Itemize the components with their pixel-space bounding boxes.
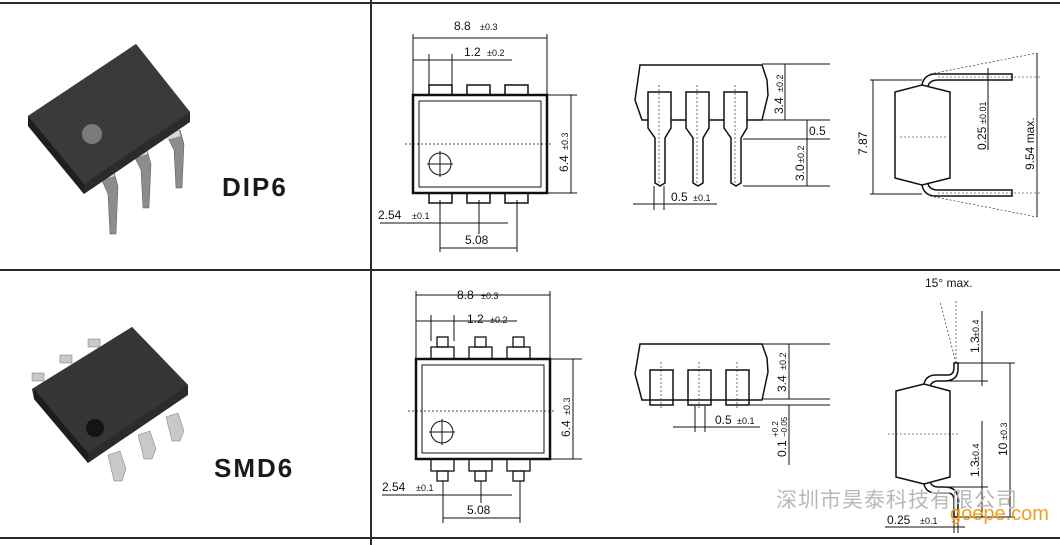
smd6-height-tol: ±0.3 xyxy=(562,398,572,415)
dip6-top-view: 8.8 ±0.3 1.2 ±0.2 6.4 ±0.3 2.54 ±0.1 5.0… xyxy=(372,4,602,266)
package-label-dip6: DIP6 xyxy=(222,172,288,202)
smd6-side-view-drawing: 3.4 ±0.2 0.5 ±0.1 0.1 +0.2 −0.05 xyxy=(634,343,830,465)
dip6-photo-cell xyxy=(0,4,370,269)
dip6-width-tol: ±0.3 xyxy=(480,22,497,32)
smd6-angle-value: 15° max. xyxy=(925,276,972,290)
dip6-height-tol: ±0.3 xyxy=(560,133,570,150)
dip6-body-height-tol: ±0.2 xyxy=(775,75,785,92)
smd6-side-view: 3.4 ±0.2 0.5 ±0.1 0.1 +0.2 −0.05 xyxy=(600,320,840,480)
dip6-end-view: 7.87 0.25 ±0.01 9.54 max. xyxy=(840,40,1060,220)
dip6-height-value: 6.4 xyxy=(557,155,571,172)
dip6-body-height-value: 3.4 xyxy=(772,97,786,114)
smd6-pin-width-tol: ±0.2 xyxy=(490,315,507,325)
dip6-side-view-drawing: 3.4 ±0.2 0.5 3.0 ±0.2 0.5 ±0.1 xyxy=(633,63,830,210)
dip6-pitch-value: 2.54 xyxy=(378,208,402,222)
smd6-foot-top-value: 1.3 xyxy=(968,336,982,353)
smd6-end-view: 15° max. 1.3 ±0.4 1.3 ±0.4 10 ±0.3 0.25 … xyxy=(840,271,1060,537)
dip6-lead-width-tol: ±0.1 xyxy=(693,193,710,203)
smd6-foot-bottom-tol: ±0.4 xyxy=(971,444,981,461)
dip6-end-view-drawing: 7.87 0.25 ±0.01 9.54 max. xyxy=(856,52,1040,218)
dip6-lead-thickness-tol: ±0.01 xyxy=(978,102,988,124)
dip6-row-spacing-value: 7.87 xyxy=(856,131,870,155)
smd6-lead-thickness-value: 0.25 xyxy=(887,513,911,527)
smd6-chip-photo xyxy=(31,327,188,482)
table-border-top xyxy=(0,2,1060,4)
company-watermark: 深圳市昊泰科技有限公司 xyxy=(776,488,1018,512)
smd6-body-height-tol: ±0.2 xyxy=(778,353,788,370)
dip6-pitch-tol: ±0.1 xyxy=(412,211,429,221)
table-row-divider xyxy=(0,269,1060,271)
dip6-lead-width-value: 0.5 xyxy=(671,190,688,204)
table-column-divider xyxy=(370,0,372,545)
dip6-lead-length-tol: ±0.2 xyxy=(796,146,806,163)
dip6-max-spread-value: 9.54 max. xyxy=(1023,117,1037,170)
package-label-smd6: SMD6 xyxy=(214,453,295,483)
dip6-lead-thickness-value: 0.25 xyxy=(975,126,989,150)
smd6-top-view-drawing: 8.8 ±0.3 1.2 ±0.2 6.4 ±0.3 2.54 ±0.1 5.0… xyxy=(382,288,582,523)
dip6-width-value: 8.8 xyxy=(454,19,471,33)
site-watermark: goepe.com xyxy=(950,503,1049,525)
smd6-lead-width-tol: ±0.1 xyxy=(737,416,754,426)
smd6-standoff-tol-plus: +0.2 xyxy=(771,421,780,437)
smd6-height-value: 6.4 xyxy=(559,420,573,437)
dip6-pin-width-tol: ±0.2 xyxy=(487,48,504,58)
dip6-pin-width-value: 1.2 xyxy=(464,45,481,59)
table-border-bottom xyxy=(0,537,1060,539)
smd6-overall-tol: ±0.3 xyxy=(999,423,1009,440)
smd6-standoff-value: 0.1 xyxy=(775,440,789,457)
smd6-width-value: 8.8 xyxy=(457,288,474,302)
smd6-top-view: 8.8 ±0.3 1.2 ±0.2 6.4 ±0.3 2.54 ±0.1 5.0… xyxy=(372,271,602,537)
smd6-width-tol: ±0.3 xyxy=(481,291,498,301)
smd6-lead-width-value: 0.5 xyxy=(715,413,732,427)
smd6-pin-width-value: 1.2 xyxy=(467,312,484,326)
dip6-chip-photo xyxy=(28,44,190,235)
dip6-top-view-drawing: 8.8 ±0.3 1.2 ±0.2 6.4 ±0.3 2.54 ±0.1 5.0… xyxy=(378,19,577,252)
smd6-photo-cell xyxy=(0,271,370,537)
smd6-standoff-tol-minus: −0.05 xyxy=(780,416,789,437)
dip6-side-view: 3.4 ±0.2 0.5 3.0 ±0.2 0.5 ±0.1 xyxy=(600,40,840,220)
smd6-pitch-value: 2.54 xyxy=(382,480,406,494)
smd6-pitch-tol: ±0.1 xyxy=(416,483,433,493)
smd6-foot-bottom-value: 1.3 xyxy=(968,460,982,477)
dip6-span-value: 5.08 xyxy=(465,233,489,247)
smd6-overall-value: 10 xyxy=(996,442,1010,456)
smd6-body-height-value: 3.4 xyxy=(775,375,789,392)
smd6-end-view-drawing: 15° max. 1.3 ±0.4 1.3 ±0.4 10 ±0.3 0.25 … xyxy=(885,276,1015,533)
smd6-span-value: 5.08 xyxy=(467,503,491,517)
dip6-lead-length-value: 3.0 xyxy=(793,164,807,181)
smd6-lead-thickness-tol: ±0.1 xyxy=(920,516,937,526)
smd6-foot-top-tol: ±0.4 xyxy=(971,320,981,337)
dip6-standoff-value: 0.5 xyxy=(809,124,826,138)
